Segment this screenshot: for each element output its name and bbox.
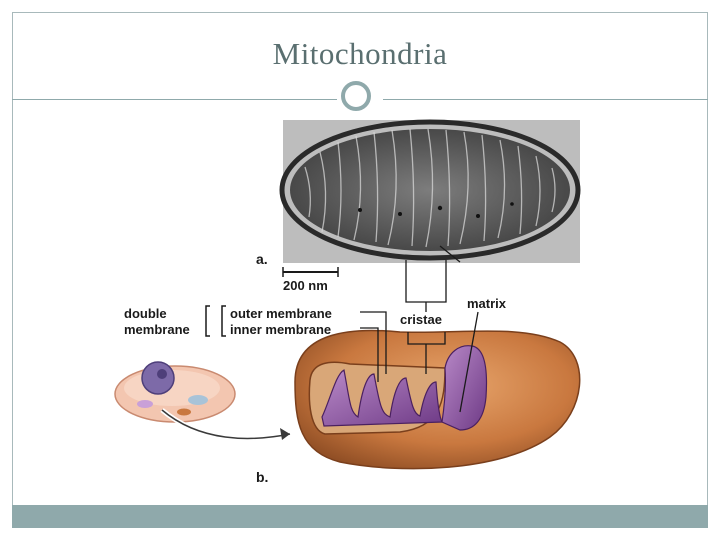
micrograph-matrix (290, 129, 570, 251)
matrix-label: matrix (467, 296, 507, 311)
micrograph-granules (358, 202, 514, 218)
micrograph-panel (279, 119, 581, 263)
cell-nucleus (141, 361, 175, 395)
mitochondria-diagram: a. 200 nm double membrane outer membrane… (114, 119, 581, 485)
micrograph-cristae (304, 128, 556, 248)
panel-b-label: b. (256, 469, 268, 485)
slide-title: Mitochondria (272, 36, 448, 71)
leader-lines (360, 245, 479, 413)
cristae-folds (321, 369, 443, 427)
cristae-label: cristae (400, 312, 442, 327)
title-rule-left (12, 99, 337, 100)
membrane-brace (221, 305, 226, 337)
outer-membrane-label: outer membrane (230, 306, 332, 321)
scale-bar-label: 200 nm (283, 278, 328, 293)
mitochondrion-cutaway (294, 329, 581, 470)
double-membrane-brace (205, 305, 210, 337)
double-membrane-label-1: double (124, 306, 167, 321)
inner-membrane-label: inner membrane (230, 322, 331, 337)
title-ring-ornament (341, 81, 371, 111)
cell-to-mito-arrow (161, 409, 291, 440)
footer-bar (12, 505, 708, 528)
micrograph-outer-membrane (279, 119, 581, 261)
double-membrane-label-2: membrane (124, 322, 190, 337)
title-rule-right (383, 99, 708, 100)
panel-a-label: a. (256, 251, 268, 267)
cell-illustration (114, 361, 236, 423)
